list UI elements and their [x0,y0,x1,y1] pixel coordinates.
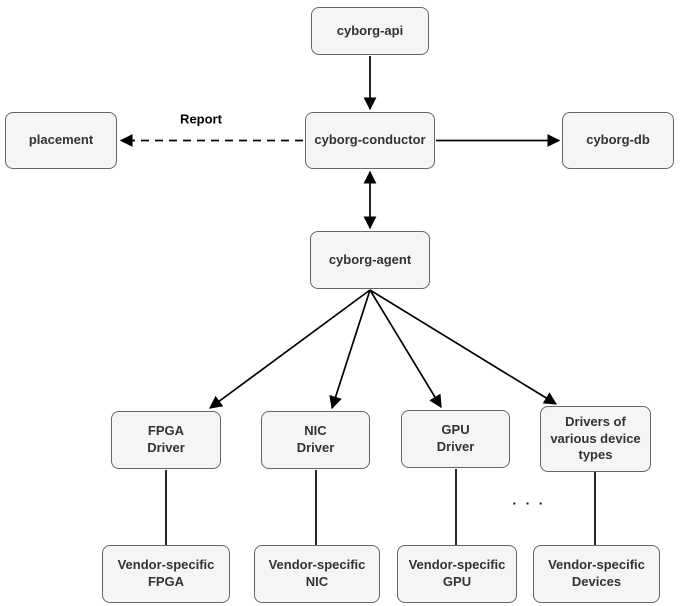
node-gpu-driver: GPU Driver [401,410,510,468]
node-label-vendor-fpga: Vendor-specific FPGA [117,557,215,589]
node-label-fpga-driver: FPGA Driver [147,423,185,455]
edge-agent-to-fpga-driver [208,289,371,409]
node-various-drivers: Drivers of various device types [540,406,651,472]
node-label-vendor-gpu: Vendor-specific GPU [408,557,506,589]
node-label-vendor-nic: Vendor-specific NIC [268,557,366,589]
ellipsis-dots: . . . [512,492,546,508]
node-label-gpu-driver: GPU Driver [436,422,475,454]
edge-agent-to-nic-driver [329,289,371,410]
node-vendor-devices: Vendor-specific Devices [533,545,660,603]
node-label-nic-driver: NIC Driver [296,423,335,455]
node-nic-driver: NIC Driver [261,411,370,469]
node-placement: placement [5,112,117,169]
node-vendor-nic: Vendor-specific NIC [254,545,380,603]
node-cyborg-api: cyborg-api [311,7,429,55]
node-label-placement: placement [28,132,94,148]
edge-agent-to-various-drivers [369,289,558,405]
node-label-cyborg-agent: cyborg-agent [328,251,412,267]
node-cyborg-agent: cyborg-agent [310,231,430,289]
node-vendor-fpga: Vendor-specific FPGA [102,545,230,603]
node-label-cyborg-db: cyborg-db [586,132,650,148]
node-label-cyborg-api: cyborg-api [336,22,404,38]
node-fpga-driver: FPGA Driver [111,411,221,469]
edge-agent-to-gpu-driver [369,289,442,409]
node-vendor-gpu: Vendor-specific GPU [397,545,517,603]
edge-label-report: Report [178,111,224,127]
node-label-various-drivers: Drivers of various device types [550,413,641,463]
node-label-vendor-devices: Vendor-specific Devices [548,557,645,589]
node-cyborg-db: cyborg-db [562,112,674,169]
node-cyborg-conductor: cyborg-conductor [305,112,435,169]
node-label-cyborg-conductor: cyborg-conductor [314,132,426,148]
